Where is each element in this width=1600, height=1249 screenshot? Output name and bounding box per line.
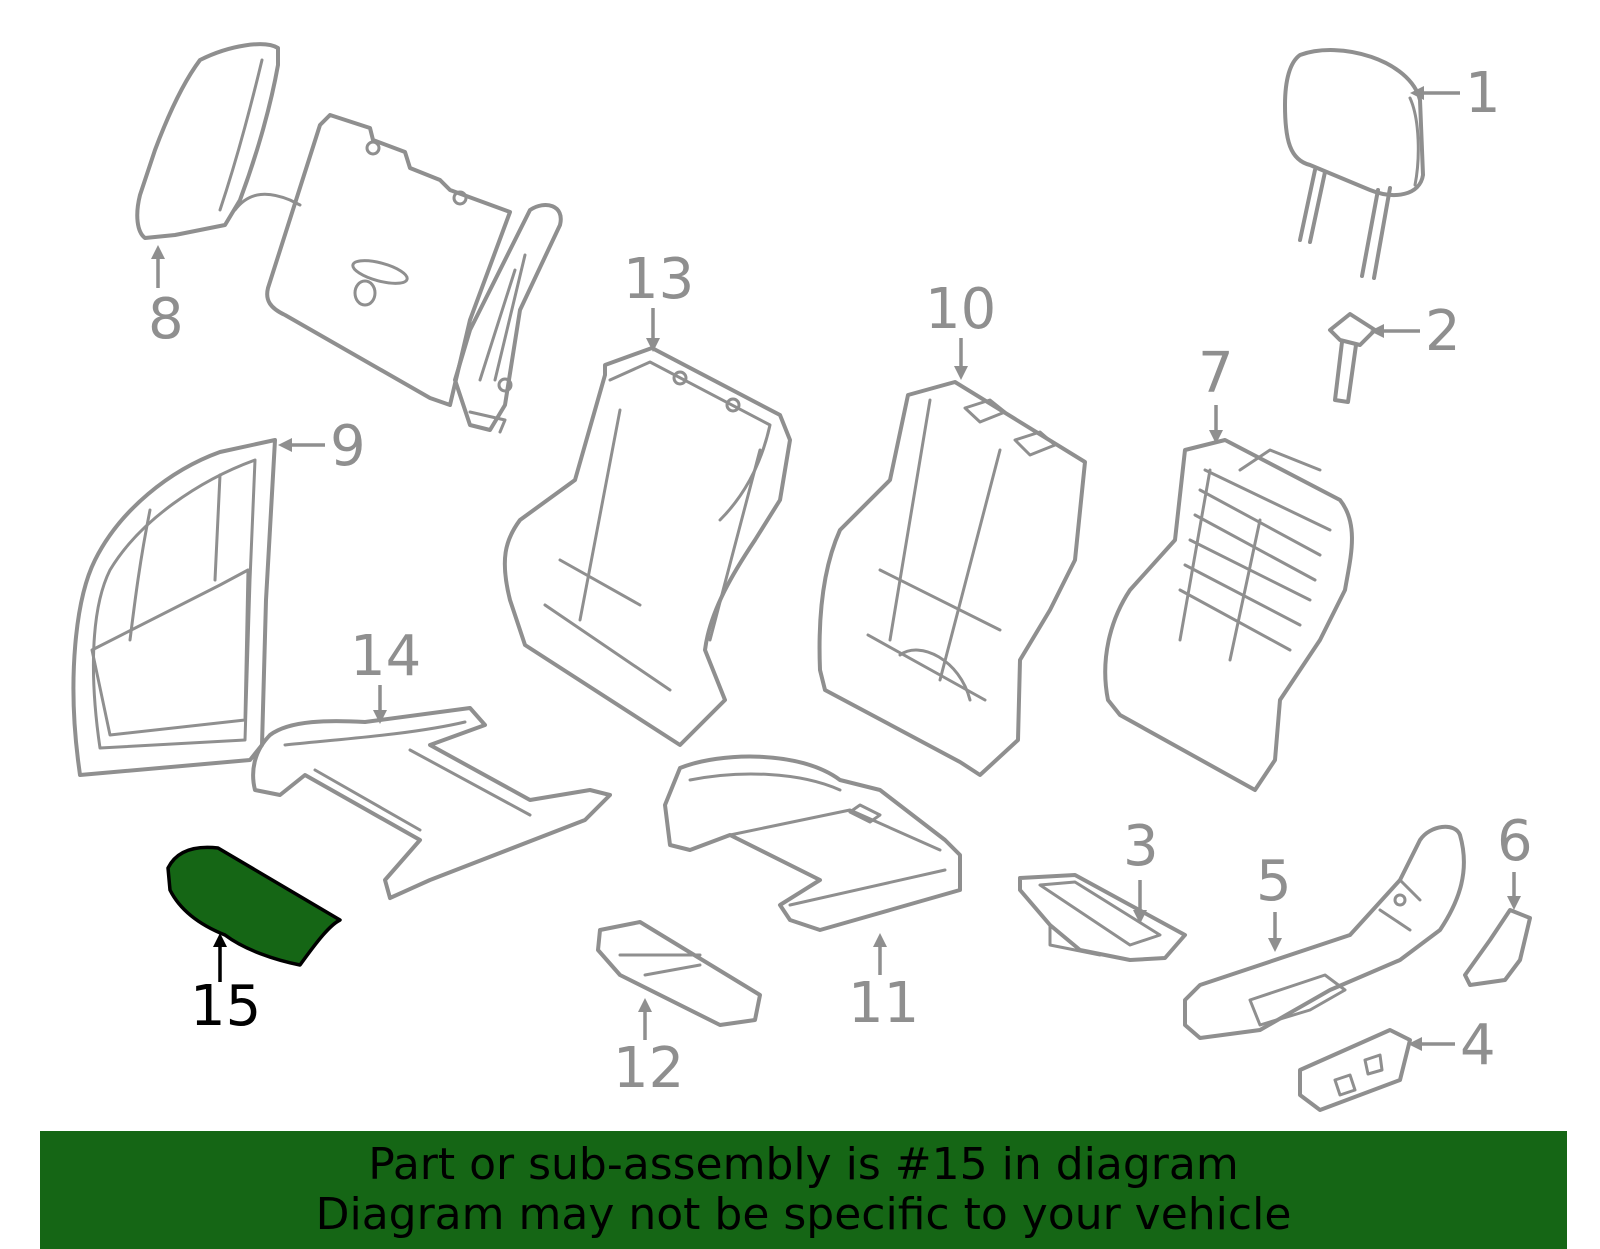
part-10-backrest-pad[interactable] (817, 380, 1087, 777)
callout-3: 3 (1123, 814, 1159, 879)
part-5-side-shield[interactable] (1183, 824, 1466, 1040)
callout-labels: 1 2 3 4 5 6 7 8 9 10 11 12 13 14 15 (148, 61, 1533, 1101)
callout-6: 6 (1497, 809, 1533, 874)
part-8-rear-cover[interactable] (135, 42, 302, 240)
part-7-backrest-spring-frame[interactable] (1103, 438, 1354, 792)
info-banner: Part or sub-assembly is #15 in diagram D… (40, 1131, 1567, 1249)
callout-11: 11 (848, 971, 919, 1036)
callout-5: 5 (1256, 849, 1292, 914)
leader-arrows (151, 86, 1521, 1051)
callout-14: 14 (350, 624, 421, 689)
callout-13: 13 (623, 247, 694, 312)
callout-9: 9 (330, 414, 366, 479)
callout-12: 12 (613, 1036, 684, 1101)
part-4-seat-switch[interactable] (1298, 1028, 1412, 1112)
backrest-frame[interactable] (265, 113, 563, 434)
callout-10: 10 (925, 277, 996, 342)
part-15-cushion-pad-highlight[interactable] (166, 845, 342, 967)
banner-line-1: Part or sub-assembly is #15 in diagram (368, 1139, 1239, 1190)
callout-7: 7 (1198, 341, 1234, 406)
part-13-backrest-cover[interactable] (502, 346, 792, 747)
callout-2: 2 (1425, 299, 1461, 364)
part-1-headrest[interactable] (1283, 48, 1425, 280)
part-11-seat-pad[interactable] (663, 754, 962, 932)
callout-1: 1 (1465, 61, 1501, 126)
part-12-cushion-extension[interactable] (596, 920, 762, 1027)
part-9-side-trim[interactable] (71, 438, 277, 777)
part-2-guide-sleeve[interactable] (1328, 312, 1377, 404)
callout-15: 15 (190, 974, 261, 1039)
part-3-bracket[interactable] (1018, 873, 1187, 962)
banner-line-2: Diagram may not be specific to your vehi… (315, 1189, 1292, 1240)
callout-4: 4 (1460, 1013, 1496, 1078)
callout-8: 8 (148, 287, 184, 352)
part-6-cover-cap[interactable] (1463, 908, 1532, 987)
part-14-seat-cover[interactable] (251, 706, 612, 900)
